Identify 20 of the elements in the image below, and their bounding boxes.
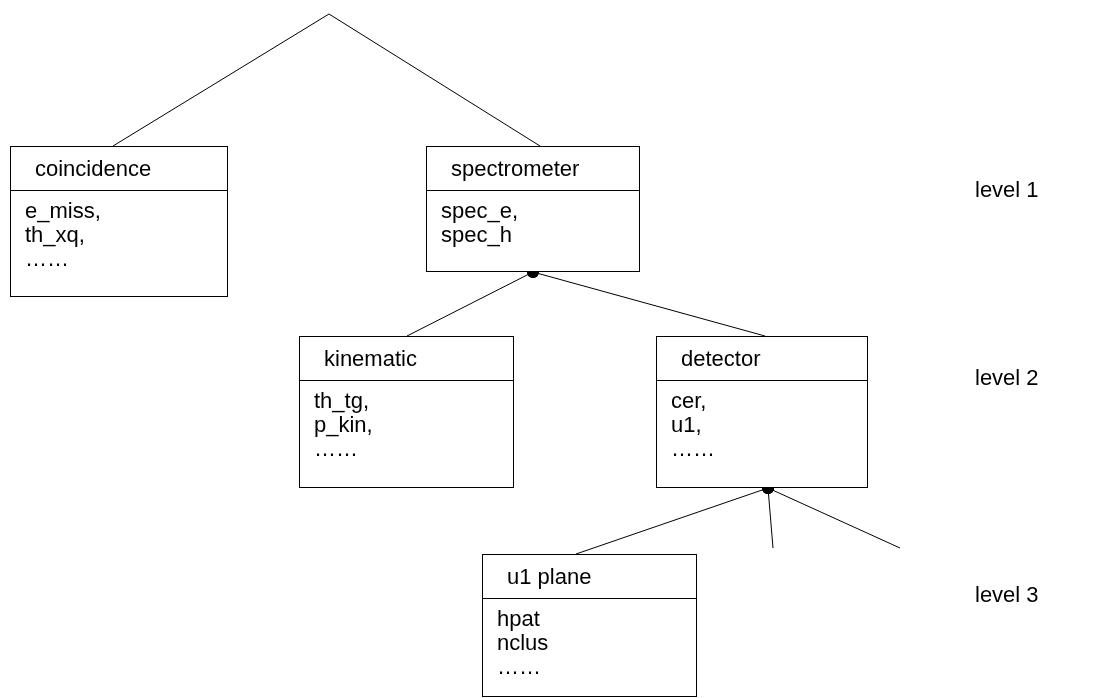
class-box (10, 146, 228, 297)
field-list: spec_e, spec_h (427, 191, 519, 247)
class-title: detector (657, 337, 867, 381)
level-label: level 1 (975, 177, 1039, 203)
field-list: e_miss, th_xq, …… (11, 191, 101, 271)
class-box (299, 336, 514, 488)
connector-line (112, 13, 330, 147)
class-title: spectrometer (427, 147, 639, 191)
class-title: kinematic (300, 337, 513, 381)
class-title: coincidence (11, 147, 227, 191)
class-title: u1 plane (483, 555, 696, 599)
level-label: level 3 (975, 582, 1039, 608)
class-box (656, 336, 868, 488)
field-list: th_tg, p_kin, …… (300, 381, 373, 461)
class-box (482, 554, 697, 697)
class-box (426, 146, 640, 272)
field-list: hpat nclus …… (483, 599, 549, 679)
level-label: level 2 (975, 365, 1039, 391)
field-list: cer, u1, …… (657, 381, 715, 461)
connector-line (328, 13, 541, 147)
